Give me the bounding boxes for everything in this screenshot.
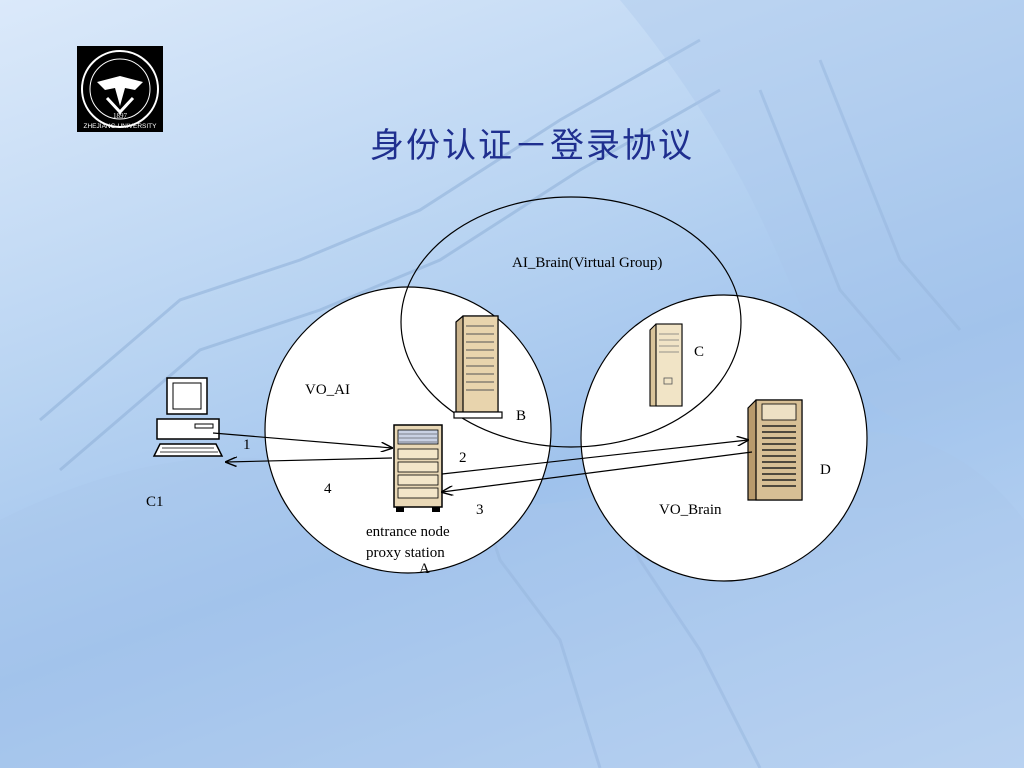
arrow-step-2 xyxy=(441,440,748,475)
step-label-4: 4 xyxy=(324,481,332,497)
step-label-3: 3 xyxy=(476,502,484,518)
vo-brain-circle xyxy=(580,294,868,582)
vo-ai-label: VO_AI xyxy=(305,382,350,398)
zhejiang-university-logo-icon: 1897 ZHEJIANG UNIVERSITY xyxy=(81,50,159,130)
slide-title: 身份认证－登录协议 xyxy=(370,126,694,166)
arrow-step-3 xyxy=(442,451,753,492)
server-d-icon xyxy=(747,399,803,501)
zhejiang-university-logo: 1897 ZHEJIANG UNIVERSITY xyxy=(77,46,163,132)
node-a-label: A xyxy=(419,561,430,577)
step-label-1: 1 xyxy=(243,437,251,453)
node-a-desc-line1: entrance node xyxy=(366,524,450,540)
client-computer-icon xyxy=(152,377,224,457)
arrow-step-4 xyxy=(226,458,393,462)
logo-text: ZHEJIANG UNIVERSITY xyxy=(84,123,158,130)
server-b-icon xyxy=(453,315,503,419)
node-a-desc-line2: proxy station xyxy=(366,545,445,561)
node-b-label: B xyxy=(516,408,526,424)
proxy-server-a-icon xyxy=(393,424,443,512)
node-d-label: D xyxy=(820,462,831,478)
node-c-label: C xyxy=(694,344,704,360)
arrow-step-1 xyxy=(212,432,392,448)
server-c-icon xyxy=(649,323,683,407)
logo-year: 1897 xyxy=(113,112,128,120)
ai-brain-label: AI_Brain(Virtual Group) xyxy=(512,255,662,271)
ai-brain-virtual-group-ellipse xyxy=(400,196,742,448)
step-label-2: 2 xyxy=(459,450,467,466)
vo-brain-label: VO_Brain xyxy=(659,502,722,518)
client-label: C1 xyxy=(146,494,164,510)
